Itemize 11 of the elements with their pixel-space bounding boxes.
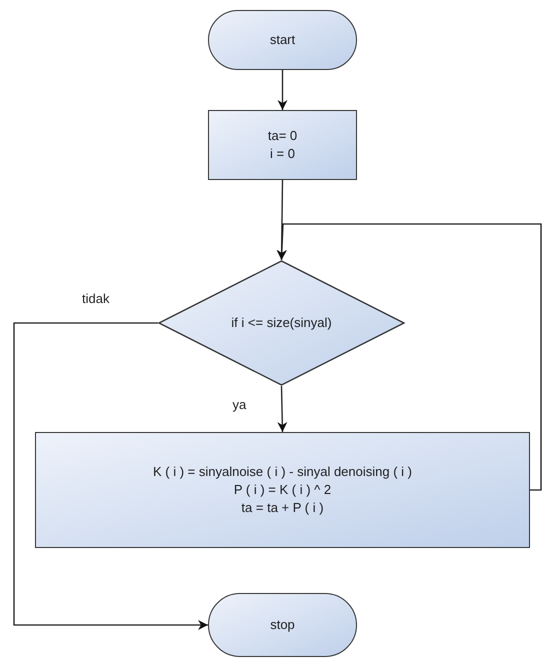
edge-label: tidak [80,292,112,305]
terminal-pill: stop [208,593,357,657]
arrow [277,386,288,432]
process-box: K ( i ) = sinyalnoise ( i ) - sinyal denoising ( i ) P ( i ) = K ( i ) ^ 2 ta = ta + P ( i ) [35,432,530,548]
arrow [13,322,208,630]
decision-diamond: if i <= size(sinyal) [158,260,405,386]
arrow [276,223,542,491]
arrow [276,180,287,260]
process-box: ta= 0 i = 0 [208,110,357,180]
arrow [278,70,288,110]
terminal-pill: start [208,10,357,70]
